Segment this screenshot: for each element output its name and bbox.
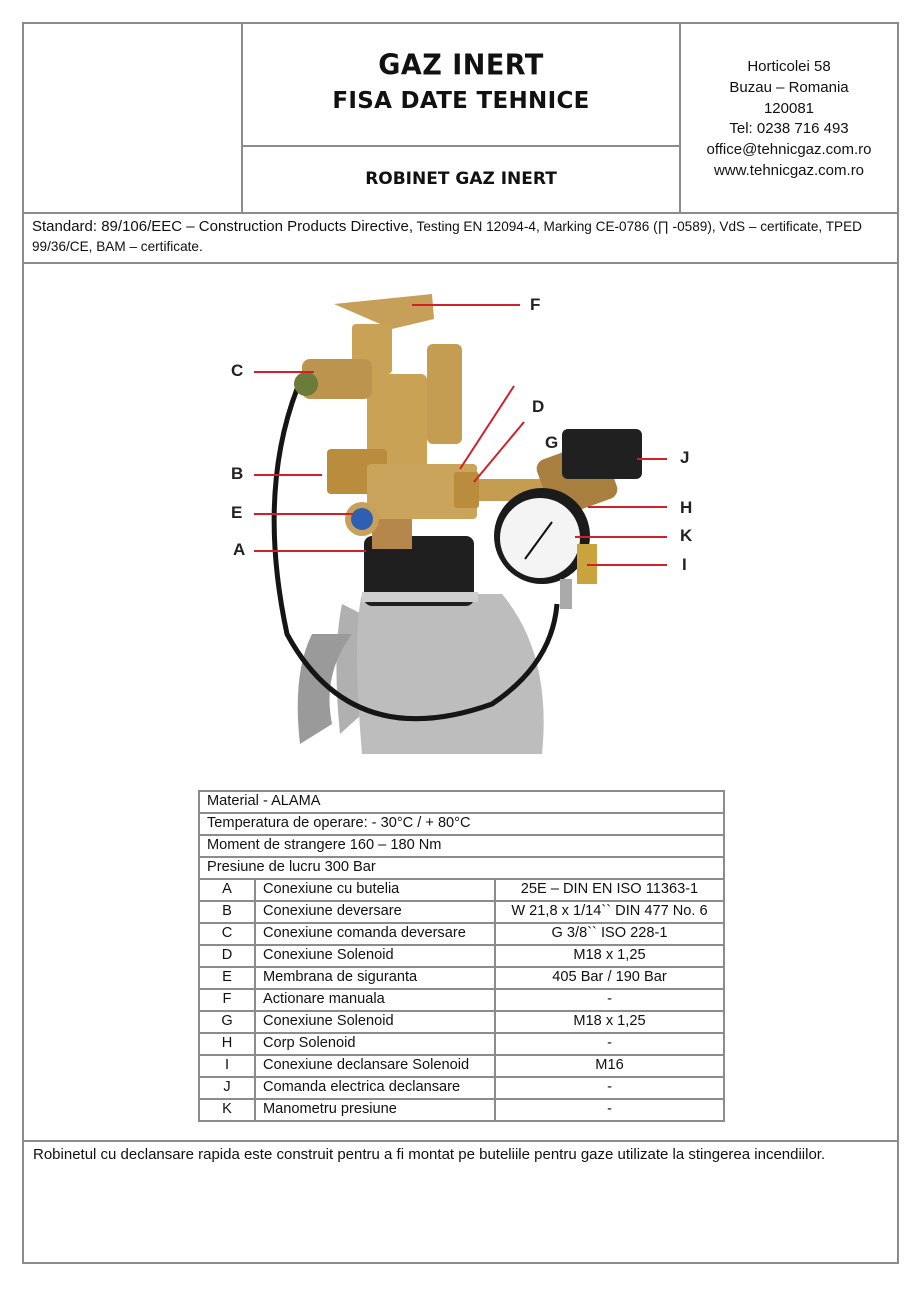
address-phone: Tel: 0238 716 493 <box>729 120 849 138</box>
spec-row-pressure: Presiune de lucru 300 Bar <box>198 856 725 880</box>
part-name: Membrana de siguranta <box>254 966 496 990</box>
company-address: Horticolei 58 Buzau – Romania 120081 Tel… <box>681 24 897 212</box>
part-name: Comanda electrica declansare <box>254 1076 496 1100</box>
callout-F: F <box>530 295 541 314</box>
part-name: Manometru presiune <box>254 1098 496 1122</box>
part-name: Actionare manuala <box>254 988 496 1012</box>
part-code: B <box>198 900 256 924</box>
part-code: F <box>198 988 256 1012</box>
part-name: Conexiune cu butelia <box>254 878 496 902</box>
part-value: - <box>494 1032 725 1056</box>
title-cell: GAZ INERT FISA DATE TEHNICE <box>243 24 679 147</box>
part-value: M18 x 1,25 <box>494 1010 725 1034</box>
address-email[interactable]: office@tehnicgaz.com.ro <box>706 141 872 159</box>
address-city: Buzau – Romania <box>729 78 849 96</box>
part-value: 25E – DIN EN ISO 11363-1 <box>494 878 725 902</box>
product-description: Robinetul cu declansare rapida este cons… <box>33 1146 826 1163</box>
part-code: J <box>198 1076 256 1100</box>
document-subtitle: FISA DATE TEHNICE <box>332 88 590 114</box>
title-block: GAZ INERT FISA DATE TEHNICE ROBINET GAZ … <box>243 24 681 212</box>
part-value: - <box>494 988 725 1012</box>
spec-torque: Moment de strangere 160 – 180 Nm <box>198 834 725 858</box>
spec-row-material: Material - ALAMA <box>198 790 725 814</box>
spec-row-temperature: Temperatura de operare: - 30°C / + 80°C <box>198 812 725 836</box>
part-code: G <box>198 1010 256 1034</box>
callout-D: D <box>532 397 545 416</box>
part-code: I <box>198 1054 256 1078</box>
part-name: Conexiune declansare Solenoid <box>254 1054 496 1078</box>
standard-certifications: Testing EN 12094-4, Marking CE-0786 (∏ -… <box>32 219 862 254</box>
part-value: W 21,8 x 1/14`` DIN 477 No. 6 <box>494 900 725 924</box>
callout-K: K <box>680 526 693 545</box>
product-section: F C D G J B H E K A I Material - ALAMA T… <box>24 266 897 1142</box>
callout-B: B <box>231 464 244 483</box>
standards-row: Standard: 89/106/EEC – Construction Prod… <box>24 214 897 264</box>
address-website[interactable]: www.tehnicgaz.com.ro <box>713 161 865 179</box>
specifications-table: Material - ALAMA Temperatura de operare:… <box>198 790 725 1122</box>
part-code: E <box>198 966 256 990</box>
address-postal-code: 120081 <box>763 99 815 117</box>
callout-G: G <box>545 433 559 452</box>
callout-H: H <box>680 498 693 517</box>
callout-E: E <box>231 503 243 522</box>
callout-A: A <box>233 540 246 559</box>
part-value: 405 Bar / 190 Bar <box>494 966 725 990</box>
part-code: C <box>198 922 256 946</box>
part-value: M18 x 1,25 <box>494 944 725 968</box>
part-code: H <box>198 1032 256 1056</box>
part-code: K <box>198 1098 256 1122</box>
callout-I: I <box>682 555 687 574</box>
part-value: G 3/8`` ISO 228-1 <box>494 922 725 946</box>
header: GAZ INERT FISA DATE TEHNICE ROBINET GAZ … <box>24 24 897 214</box>
part-code: D <box>198 944 256 968</box>
part-name: Conexiune Solenoid <box>254 1010 496 1034</box>
spec-temperature: Temperatura de operare: - 30°C / + 80°C <box>198 812 725 836</box>
part-value: - <box>494 1076 725 1100</box>
spec-material: Material - ALAMA <box>198 790 725 814</box>
address-street: Horticolei 58 <box>747 58 831 75</box>
logo-cell <box>24 24 243 212</box>
datasheet-page: GAZ INERT FISA DATE TEHNICE ROBINET GAZ … <box>22 22 899 1264</box>
product-cell: ROBINET GAZ INERT <box>243 147 679 212</box>
part-name: Conexiune comanda deversare <box>254 922 496 946</box>
part-name: Conexiune deversare <box>254 900 496 924</box>
part-code: A <box>198 878 256 902</box>
spec-row-torque: Moment de strangere 160 – 180 Nm <box>198 834 725 858</box>
part-name: Conexiune Solenoid <box>254 944 496 968</box>
spec-pressure: Presiune de lucru 300 Bar <box>198 856 725 880</box>
product-photo <box>254 294 667 754</box>
part-name: Corp Solenoid <box>254 1032 496 1056</box>
callout-J: J <box>680 448 690 467</box>
callout-C: C <box>231 361 244 380</box>
part-value: - <box>494 1098 725 1122</box>
part-value: M16 <box>494 1054 725 1078</box>
product-name: ROBINET GAZ INERT <box>365 169 557 189</box>
description-section: Robinetul cu declansare rapida este cons… <box>24 1142 897 1262</box>
document-title: GAZ INERT <box>378 49 544 82</box>
standard-directive: Standard: 89/106/EEC – Construction Prod… <box>32 218 414 235</box>
